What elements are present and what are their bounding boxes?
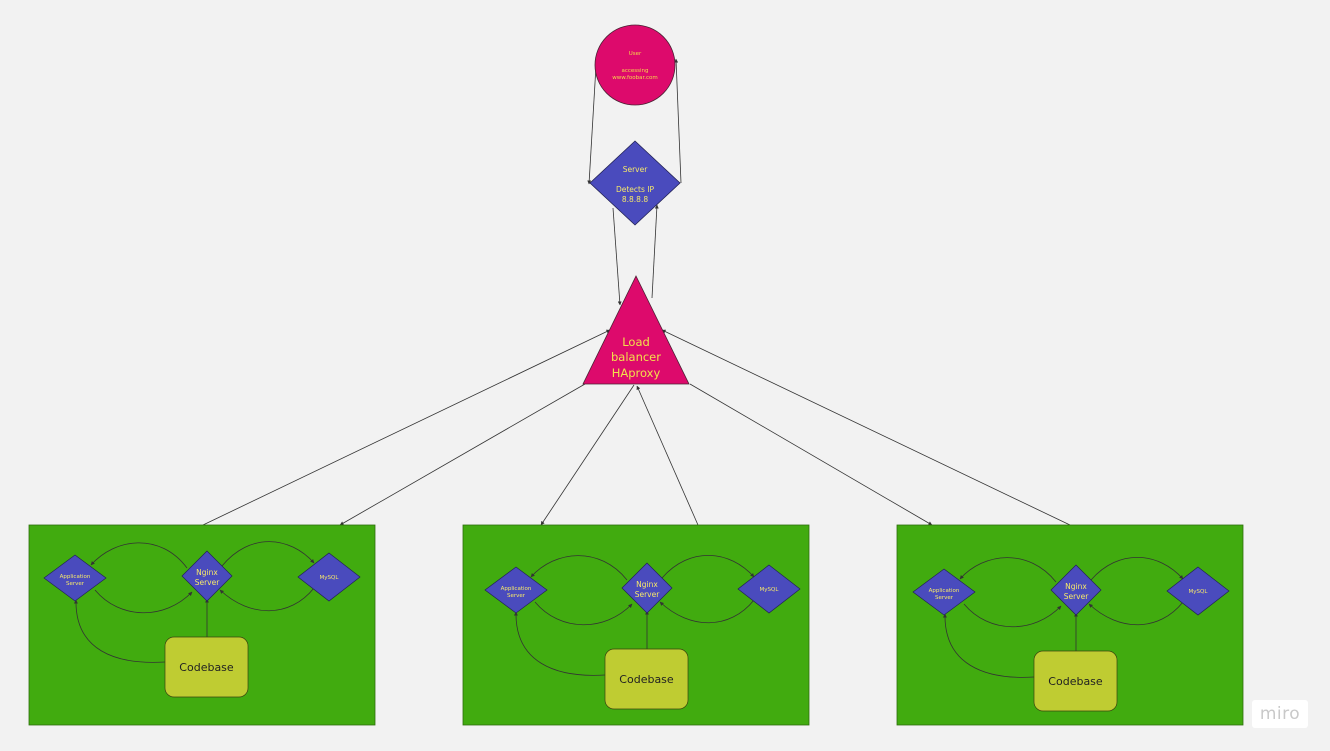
load-balancer-label-2: balancer — [611, 350, 661, 364]
load-balancer-label-3: HAproxy — [612, 366, 661, 380]
cluster-1-edge-code-to-app — [73, 599, 166, 663]
edge-cluster1-to-lb — [202, 329, 611, 526]
cluster-3-codebase-label: Codebase — [1048, 675, 1103, 688]
cluster-2-mysql-label: MySQL — [760, 587, 780, 593]
server-node: Server Detects IP 8.8.8.8 — [589, 140, 681, 226]
cluster-2-nginx-diamond — [621, 562, 673, 614]
edge-server-to-lb — [612, 207, 622, 306]
user-node: User accessing www.foobar.com — [594, 24, 676, 106]
cluster-2-edge-nginx-to-app — [530, 555, 628, 581]
cluster-3-nginx-diamond — [1050, 564, 1102, 616]
cluster-1-edge-nginx-to-app — [90, 542, 188, 569]
load-balancer-label-1: Load — [622, 335, 650, 349]
edge-lb-to-cluster1 — [339, 383, 586, 526]
user-label-2: accessing — [621, 68, 648, 74]
server-diamond — [589, 140, 681, 226]
cluster-2-edge-nginx-to-mysql — [661, 555, 755, 579]
cluster-2-edge-code-to-app — [513, 611, 606, 676]
cluster-2-mysql-diamond — [737, 564, 801, 614]
cluster-3-app-server-diamond — [912, 568, 976, 616]
cluster-3-app-label-2: Server — [935, 595, 954, 601]
cluster-3-mysql-label: MySQL — [1189, 589, 1209, 595]
cluster-3-edge-mysql-to-nginx — [1088, 601, 1184, 626]
user-circle — [594, 24, 676, 106]
cluster-2-codebase-box — [604, 648, 689, 710]
cluster-1-edge-nginx-to-mysql — [221, 541, 315, 567]
cluster-1-edge-mysql-to-nginx — [219, 587, 315, 612]
cluster-1-nginx-label-1: Nginx — [196, 568, 218, 577]
cluster-2-edge-app-to-nginx — [534, 601, 633, 626]
cluster-3-edge-nginx-to-app — [959, 557, 1057, 583]
cluster-2-nginx-label-1: Nginx — [636, 580, 658, 589]
edge-lb-to-cluster2 — [540, 384, 635, 526]
cluster-1-mysql-diamond — [297, 552, 361, 602]
cluster-1-codebase-label: Codebase — [179, 661, 234, 674]
cluster-1: Application Server Nginx Server MySQL Co… — [28, 524, 376, 726]
cluster-3-codebase-box — [1033, 650, 1118, 712]
cluster-2-codebase-label: Codebase — [619, 673, 674, 686]
cluster-1-app-label-1: Application — [60, 574, 91, 580]
cluster-3-nginx-label-2: Server — [1064, 592, 1090, 601]
edge-user-to-server — [587, 65, 597, 185]
cluster-3-edge-app-to-nginx — [963, 603, 1062, 628]
cluster-3: Application Server Nginx Server MySQL Co… — [896, 524, 1244, 726]
cluster-1-mysql-label: MySQL — [320, 575, 340, 581]
edge-cluster2-to-lb — [636, 385, 699, 526]
cluster-1-app-label-2: Server — [66, 581, 85, 587]
load-balancer-node: Load balancer HAproxy — [582, 275, 690, 385]
cluster-2-app-label-1: Application — [501, 586, 532, 592]
cluster-3-edge-nginx-to-mysql — [1090, 557, 1184, 581]
cluster-3-mysql-diamond — [1166, 566, 1230, 616]
cluster-1-codebase-box — [164, 636, 249, 698]
cluster-3-app-label-1: Application — [929, 588, 960, 594]
top-edges — [202, 58, 1071, 526]
cluster-2-app-server-diamond — [484, 566, 548, 614]
cluster-2-nginx-label-2: Server — [635, 590, 661, 599]
edge-server-to-user — [674, 58, 682, 184]
cluster-1-edge-app-to-nginx — [94, 589, 193, 614]
edge-cluster3-to-lb — [661, 329, 1071, 526]
server-label-1: Server — [623, 165, 649, 174]
miro-logo[interactable]: miro — [1252, 700, 1308, 728]
server-label-3: 8.8.8.8 — [622, 195, 648, 204]
edge-lb-to-server — [651, 204, 659, 299]
load-balancer-triangle — [582, 275, 690, 385]
user-label-3: www.foobar.com — [612, 75, 658, 81]
cluster-1-nginx-diamond — [181, 550, 233, 602]
cluster-2-app-label-2: Server — [507, 593, 526, 599]
cluster-3-nginx-label-1: Nginx — [1065, 582, 1087, 591]
edge-lb-to-cluster3 — [689, 383, 933, 526]
cluster-1-nginx-label-2: Server — [195, 578, 221, 587]
server-label-2: Detects IP — [616, 185, 655, 194]
user-label-1: User — [629, 51, 642, 57]
cluster-2: Application Server Nginx Server MySQL Co… — [462, 524, 810, 726]
cluster-3-edge-code-to-app — [942, 613, 1035, 678]
cluster-2-edge-mysql-to-nginx — [659, 599, 755, 624]
cluster-1-app-server-diamond — [43, 554, 107, 602]
